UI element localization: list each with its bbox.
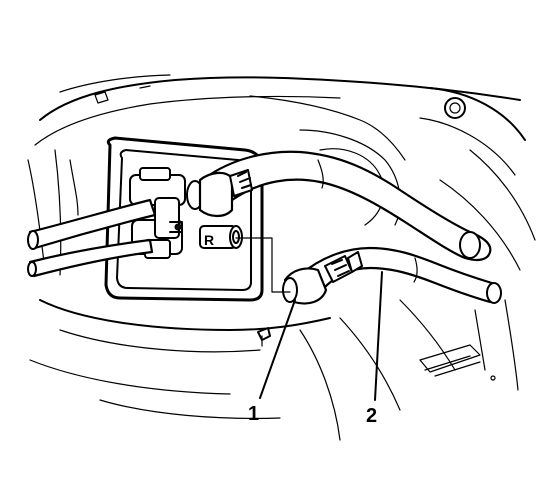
upper-heater-hose <box>198 150 492 262</box>
left-pipes <box>27 198 157 278</box>
lower-heater-hose <box>282 246 502 305</box>
marking-r: R <box>204 232 214 248</box>
callout-leaders <box>235 237 383 401</box>
callout-1-label: 1 <box>248 403 259 425</box>
body-panel <box>27 74 536 441</box>
leader-2 <box>374 271 383 401</box>
heater-core-opening <box>104 136 264 302</box>
callout-2-label: 2 <box>366 405 377 427</box>
leader-1 <box>259 299 296 399</box>
